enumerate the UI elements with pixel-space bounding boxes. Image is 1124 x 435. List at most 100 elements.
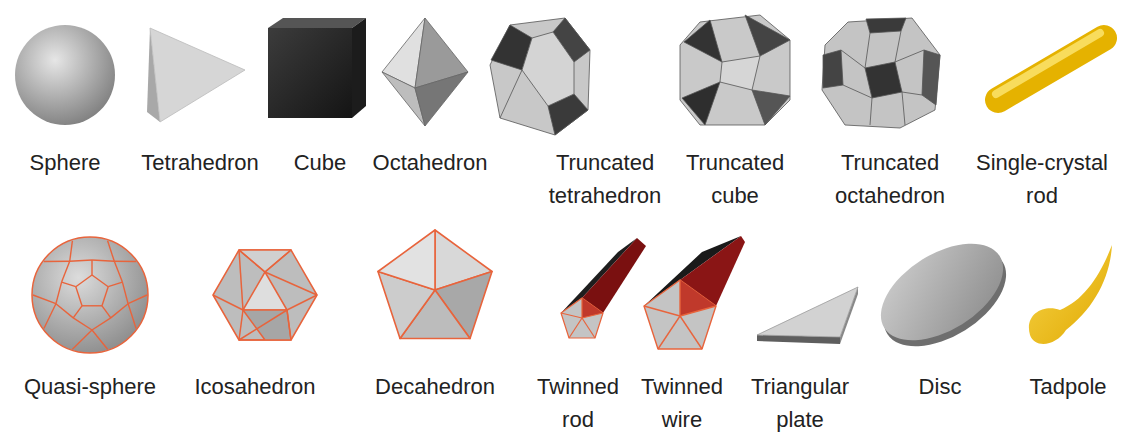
icosahedron-shape-part — [265, 250, 291, 272]
icosahedron-shape-part — [239, 310, 287, 340]
truncated-cube-shape — [680, 15, 790, 125]
truncated-cube-shape-part — [680, 15, 790, 125]
twinned-wire-shape-part — [644, 280, 716, 349]
twinned-wire-shape-part-part — [658, 316, 680, 349]
quasi-sphere-facet-edge — [82, 305, 102, 306]
shape-label: Triangular plate — [742, 370, 858, 435]
quasi-sphere-facet-edge — [108, 241, 115, 261]
quasi-sphere-facet-edge — [114, 261, 136, 263]
octahedron-shape-part — [415, 72, 468, 126]
tadpole-shape-part — [1029, 245, 1112, 344]
truncated-octahedron-shape-part — [841, 33, 870, 68]
twinned-rod-shape-part — [582, 298, 603, 318]
octahedron-shape — [382, 18, 468, 126]
icosahedron-shape-part — [287, 310, 291, 340]
truncated-octahedron-shape-part — [922, 50, 940, 105]
truncated-tetrahedron-shape-part — [500, 70, 522, 118]
shape-label: Twinned rod — [531, 370, 626, 435]
twinned-rod-shape-part-part — [561, 313, 582, 318]
sphere-shape — [15, 25, 115, 125]
twinned-wire-shape-part-part — [679, 280, 680, 316]
quasi-sphere-facet-edge — [122, 282, 128, 304]
twinned-wire-shape-part-part — [680, 306, 716, 316]
quasi-sphere-facet-edge — [33, 295, 56, 304]
truncated-tetrahedron-shape-part — [522, 32, 574, 106]
twinned-wire-shape — [644, 236, 745, 349]
shape-label: Decahedron — [375, 370, 495, 403]
truncated-octahedron-shape-part — [843, 85, 872, 125]
quasi-sphere-facet-edge — [102, 287, 108, 306]
single-crystal-rod-shape-part — [996, 33, 1100, 94]
truncated-octahedron-shape-part — [902, 92, 922, 125]
tadpole-shape — [1029, 245, 1112, 344]
quasi-sphere-facet-edge — [44, 304, 56, 329]
shape-label: Truncated tetrahedron — [540, 146, 670, 212]
shape-label: Tadpole — [1029, 370, 1106, 403]
icosahedron-shape-part — [239, 310, 291, 340]
shape-label: Icosahedron — [194, 370, 315, 403]
truncated-octahedron-shape-part — [866, 18, 906, 33]
triangular-plate-shape — [757, 287, 858, 344]
twinned-wire-shape-part-part — [644, 306, 680, 316]
truncated-cube-shape-part — [752, 90, 790, 125]
icosahedron-shape-part — [239, 250, 243, 310]
twinned-rod-shape-part — [582, 238, 646, 313]
shape-label: Single-crystal rod — [969, 146, 1115, 212]
quasi-sphere-facet-edge — [56, 282, 62, 304]
twinned-rod-shape-part — [561, 298, 603, 338]
truncated-octahedron-shape-part — [823, 50, 843, 88]
disc-shape — [864, 224, 1023, 367]
truncated-cube-shape-part — [682, 82, 720, 125]
quasi-sphere-facet-edge — [128, 304, 136, 329]
twinned-rod-shape-part — [561, 298, 603, 338]
quasi-sphere-facet-edge — [56, 304, 73, 318]
icosahedron-shape-part — [239, 310, 243, 340]
quasi-sphere-facet-edge — [62, 261, 70, 282]
shape-label: Twinned wire — [632, 370, 732, 435]
shape-label: Truncated cube — [675, 146, 795, 212]
twinned-rod-shape-part-part — [582, 313, 603, 318]
twinned-wire-shape-part-part — [680, 316, 702, 349]
shape-label: Truncated octahedron — [825, 146, 955, 212]
quasi-sphere-facet-edge — [73, 306, 82, 318]
quasi-sphere-facet-edge — [70, 260, 92, 261]
twinned-rod-shape-part-part — [569, 318, 582, 338]
quasi-sphere-facet-edge — [102, 306, 111, 318]
cube-shape-part — [268, 28, 352, 118]
quasi-sphere-facet-edge — [73, 318, 92, 330]
quasi-sphere-facet-edge — [128, 295, 147, 304]
twinned-wire-shape-part — [680, 280, 716, 316]
truncated-cube-shape-part — [745, 15, 790, 56]
quasi-sphere-facet-edge — [108, 282, 122, 287]
icosahedron-shape-part — [287, 295, 317, 310]
icosahedron-shape-part — [239, 250, 265, 272]
tetrahedron-shape-part — [150, 28, 245, 122]
single-crystal-rod-shape-part — [998, 38, 1104, 100]
twinned-wire-shape-part — [644, 280, 716, 349]
icosahedron-shape-part — [265, 272, 317, 295]
triangular-plate-shape-part — [757, 287, 858, 337]
quasi-sphere-facet-edge — [92, 260, 114, 261]
twinned-rod-shape-part-part — [582, 318, 595, 338]
quasi-sphere-shape-part — [32, 237, 148, 353]
truncated-octahedron-shape — [822, 18, 940, 128]
quasi-sphere-facet-edge — [72, 330, 92, 349]
truncated-octahedron-shape-part — [822, 18, 940, 128]
single-crystal-rod-shape — [996, 33, 1104, 100]
quasi-sphere-facet-edge — [44, 261, 70, 263]
shape-label: Octahedron — [373, 146, 488, 179]
truncated-tetrahedron-shape — [490, 18, 590, 135]
truncated-tetrahedron-shape-part — [490, 18, 590, 135]
icosahedron-shape-part — [243, 272, 287, 310]
quasi-sphere-facets — [33, 241, 147, 349]
icosahedron-shape — [213, 250, 317, 340]
twinned-rod-shape-part-part — [581, 298, 582, 318]
quasi-sphere-facet-edge — [70, 241, 73, 261]
cube-shape — [268, 18, 366, 118]
shape-label: Disc — [919, 370, 962, 403]
cube-shape-part — [268, 18, 366, 28]
truncated-cube-shape-part — [684, 20, 722, 62]
decahedron-shape-part — [378, 230, 435, 290]
truncated-octahedron-shape-part — [895, 31, 924, 62]
